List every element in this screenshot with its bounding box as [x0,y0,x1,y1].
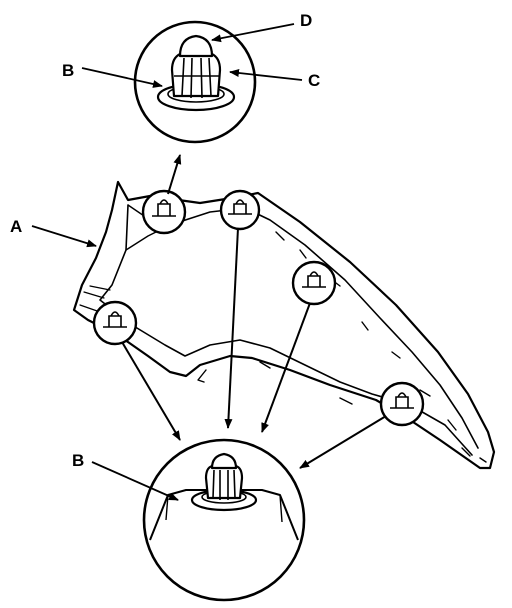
top-clip-head [178,34,214,58]
callout-d: D [300,11,312,30]
arrow-clip2-to-bottom-detail [224,227,239,429]
leader-b-top [81,67,163,88]
bottom-clip-head [210,452,238,470]
bottom-clip-legs [212,469,236,500]
leader-a [31,225,97,248]
callouts: A B C D B [10,11,320,470]
callout-c: C [308,71,320,90]
clip-location-2 [219,189,261,231]
bottom-clip-body [204,464,244,500]
leader-lines [31,23,303,501]
callout-b-bottom: B [72,451,84,470]
arrow-clip4-to-bottom-detail [121,341,181,441]
arrow-clip1-to-top-detail [167,154,182,195]
top-clip-body [170,52,222,98]
top-clip-legs [174,57,220,99]
clip-location-3 [291,260,337,306]
leader-d [211,23,295,43]
callout-b-top: B [62,61,74,80]
leader-c [229,69,303,81]
clip-locations [92,189,425,427]
leader-b-bottom [91,461,179,501]
callout-a: A [10,217,22,236]
arrows [121,154,387,469]
bottom-detail-view [142,438,306,602]
clip-location-1 [141,189,187,235]
clip-location-4 [92,300,138,346]
clip-location-5 [379,381,425,427]
arrow-clip5-to-bottom-detail [299,415,387,469]
top-detail-view [133,20,257,144]
arrow-clip3-to-bottom-detail [261,302,311,433]
